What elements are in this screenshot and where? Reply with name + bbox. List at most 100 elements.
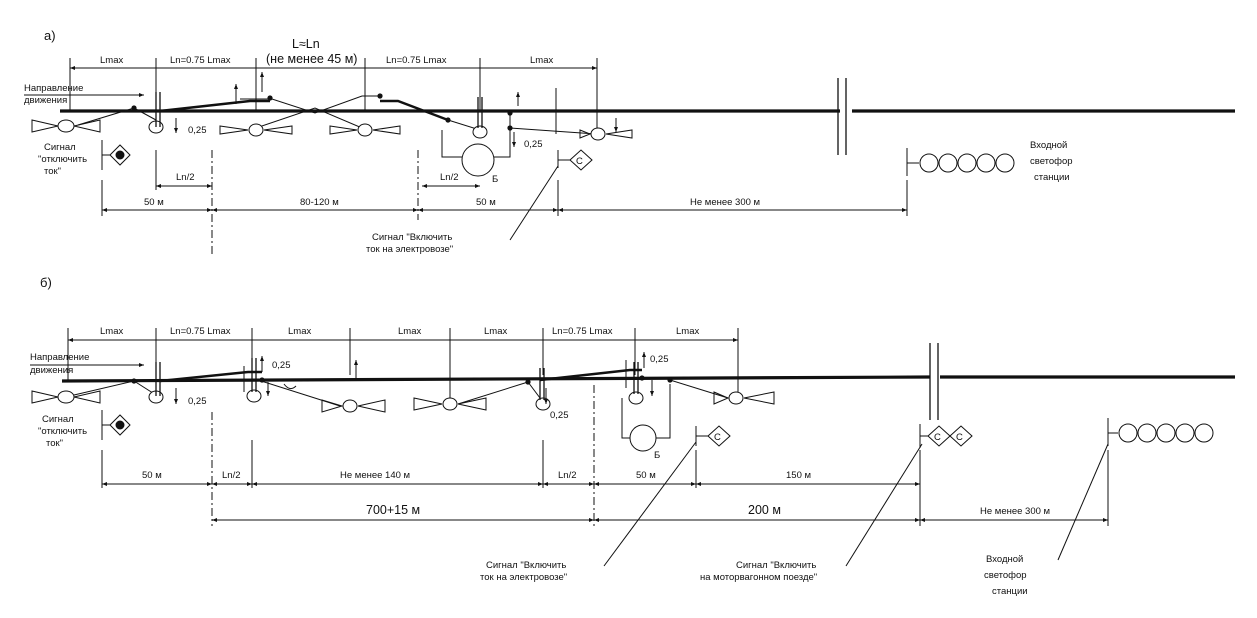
main-wire-b-left [61,375,931,383]
diagram-a: а) Lmax Ln=0.75 Lmax L≈Ln (не менее 45 м… [24,28,1235,256]
diagram-b: б) Lmax Ln=0.75 Lmax Lmax Lmax Lmax Ln=0… [30,275,1235,597]
mark-025-b-1: 0,25 [272,360,291,371]
insulator-a-6 [590,127,606,141]
bottom-dim-a-1: 50 м [144,197,164,208]
mark-025-b-2: 0,25 [188,396,207,407]
dim-b-2: Ln=0.75 Lmax [170,326,231,337]
tie-a-1 [31,119,101,133]
bottom-dim2-b-2: 200 м [748,503,781,517]
dim-b-7: Lmax [676,326,699,337]
bottom-dim-b-5: 50 м [636,470,656,481]
insulator-b-7 [628,391,644,405]
half-span-a-2: Ln/2 [440,172,459,183]
diagram-a-bottom-dimensions: Ln/2 Ln/2 50 м 80-120 м 50 м Не менее 30… [101,150,908,256]
dim-a-1: Lmax [100,55,123,66]
tie-a-3 [329,125,401,135]
bottom-dim-b-2: Ln/2 [222,470,241,481]
bottom-dim-a-4: Не менее 300 м [690,197,760,208]
tie-b-4 [713,391,775,405]
dim-b-3: Lmax [288,326,311,337]
signal-off-a-2: "отключить [38,154,87,165]
entry-signal-b-3: станции [992,586,1028,597]
signal-on-loco-b-2: ток на электровозе" [480,572,567,583]
diagram-b-bottom-dimensions: 50 м Ln/2 Не менее 140 м Ln/2 50 м 150 м… [101,385,1109,526]
mark-025-a-2: 0,25 [524,139,543,150]
insert-wire-b-1 [159,370,262,383]
entry-signal-b-2: светофор [984,570,1027,581]
signal-off-a: Сигнал "отключить ток" [38,140,131,177]
sign-letter-b-3: С [956,432,963,443]
diagram-a-top-dimensions: Lmax Ln=0.75 Lmax L≈Ln (не менее 45 м) L… [69,37,598,128]
mark-025-a-1: 0,25 [188,125,207,136]
tie-a-2 [219,125,293,135]
dim-a-5: Lmax [530,55,553,66]
feeder-a: Б [441,130,511,185]
insulator-a-4 [357,123,373,137]
signal-off-b-3: ток" [46,438,63,449]
mark-025-b-4: 0,25 [650,354,669,365]
insert-wire-a-right [380,99,449,122]
dim-b-6: Ln=0.75 Lmax [552,326,613,337]
insulator-b-4 [342,399,358,413]
insulator-b-5 [442,397,458,411]
entry-signal-a: Входной светофор станции [906,140,1073,183]
neutral-insert-a [240,95,380,114]
feeder-b-label: Б [654,450,660,461]
signal-on-a-1: Сигнал "Включить [372,232,452,243]
signal-off-b-2: "отключить [38,426,87,437]
dim-a-3b: (не менее 45 м) [266,52,357,66]
diagram-a-label: а) [44,28,56,43]
bottom-dim-b-3: Не менее 140 м [340,470,410,481]
dim-a-4: Ln=0.75 Lmax [386,55,447,66]
tie-b-1 [31,390,101,404]
direction-label-a-1: Направление [24,83,83,94]
insulator-b-6 [535,397,551,411]
bottom-dim-b-6: 150 м [786,470,811,481]
dim-b-4: Lmax [398,326,421,337]
direction-label-a-2: движения [24,95,67,106]
sign-letter-b-2: С [934,432,941,443]
insulator-b-1 [57,390,75,404]
signal-off-b: Сигнал "отключить ток" [38,410,131,449]
signal-off-a-1: Сигнал [44,142,76,153]
signal-off-b-1: Сигнал [42,414,74,425]
insulator-a-5 [472,125,488,139]
anchor-lines-a [255,107,363,129]
dim-a-3: L≈Ln [292,37,320,51]
bottom-dim-a-2: 80-120 м [300,197,339,208]
direction-label-b-2: движения [30,365,73,376]
dim-a-2: Ln=0.75 Lmax [170,55,231,66]
dim-b-1: Lmax [100,326,123,337]
mark-025-b-3: 0,25 [550,410,569,421]
tie-a-4 [579,129,633,139]
signal-on-emu-b-2: на моторвагонном поезде" [700,572,817,583]
tie-b-3 [413,397,487,411]
feeder-a-label: Б [492,174,498,185]
signal-on-loco-b: С Сигнал "Включить ток на электровозе" [480,425,731,583]
bottom-dim2-b-3: Не менее 300 м [980,506,1050,517]
entry-signal-a-3: станции [1034,172,1070,183]
insert-wire-a-left [159,99,270,113]
signal-on-a: С Сигнал "Включить ток на электровозе" [366,149,593,255]
diagram-b-top-dimensions: Lmax Ln=0.75 Lmax Lmax Lmax Lmax Ln=0.75… [67,326,739,400]
signal-on-a-2: ток на электровозе" [366,244,453,255]
direction-label-b-1: Направление [30,352,89,363]
feeder-b: Б [621,384,671,461]
entry-signal-b-1: Входной [986,554,1023,565]
signal-on-emu-b: С С Сигнал "Включить на моторвагонном по… [700,424,973,583]
half-span-a-1: Ln/2 [176,172,195,183]
entry-signal-a-2: светофор [1030,156,1073,167]
sign-letter-b-1: С [714,432,721,443]
sign-letter-a: С [576,156,583,167]
bottom-dim-a-3: 50 м [476,197,496,208]
bottom-dim-b-1: 50 м [142,470,162,481]
bottom-dim-b-4: Ln/2 [558,470,577,481]
insulator-a-3 [248,123,264,137]
signal-on-loco-b-1: Сигнал "Включить [486,560,566,571]
signal-on-emu-b-1: Сигнал "Включить [736,560,816,571]
insulator-b-3 [246,389,262,403]
entry-signal-b: Входной светофор станции [984,418,1214,597]
insulator-b-8 [728,391,744,405]
dim-b-5: Lmax [484,326,507,337]
